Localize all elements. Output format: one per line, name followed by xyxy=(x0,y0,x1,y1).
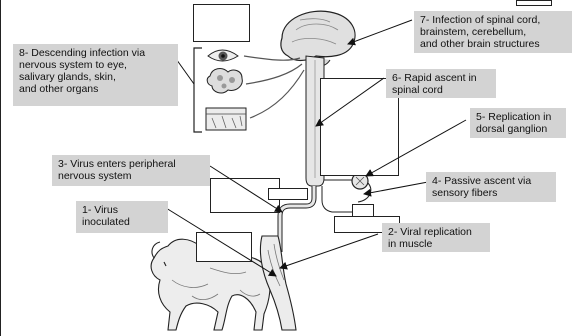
blank-answer-box xyxy=(516,0,552,6)
skin-icon xyxy=(206,108,246,130)
label-step7: 7- Infection of spinal cord, brainstem, … xyxy=(414,11,572,53)
label-step6: 6- Rapid ascent in spinal cord xyxy=(386,69,496,98)
descending-nerves xyxy=(244,56,304,118)
label-step1: 1- Virus inoculated xyxy=(76,201,168,233)
label-step8: 8- Descending infection via nervous syst… xyxy=(13,44,178,106)
salivary-gland-icon xyxy=(207,69,242,93)
label-step2: 2- Viral replication in muscle xyxy=(382,223,490,252)
blank-answer-box xyxy=(193,4,250,42)
blank-answer-box xyxy=(268,188,308,200)
dorsal-ganglion-icon xyxy=(324,173,371,202)
label-step3: 3- Virus enters peripheral nervous syste… xyxy=(52,155,210,186)
eye-icon xyxy=(208,50,238,61)
label-step5: 5- Replication in dorsal ganglion xyxy=(470,108,566,138)
blank-answer-box xyxy=(196,232,252,262)
organ-bracket xyxy=(194,48,202,132)
label-step4: 4- Passive ascent via sensory fibers xyxy=(426,172,556,202)
